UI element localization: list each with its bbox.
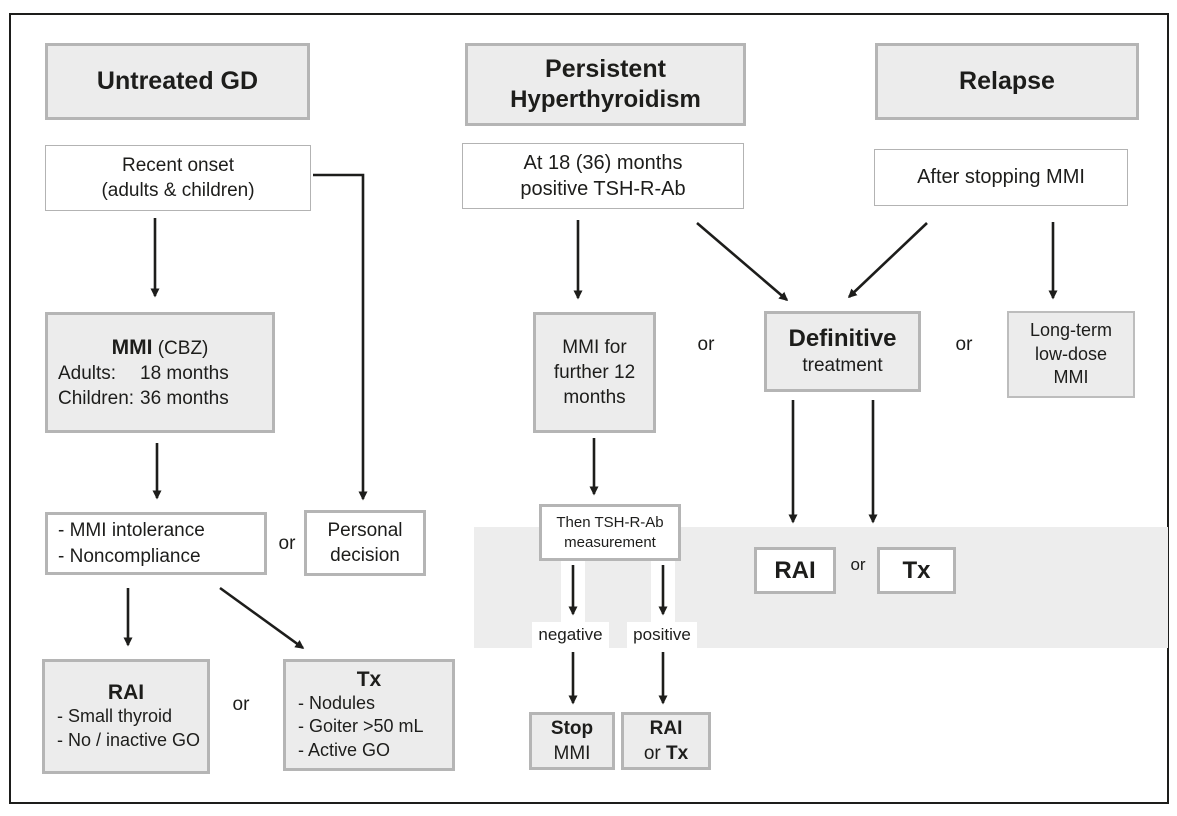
tx-title: Tx xyxy=(356,667,382,691)
tx-item-nodules: - Nodules xyxy=(298,692,376,713)
label-positive: positive xyxy=(627,622,697,648)
header-relapse: Relapse xyxy=(875,43,1139,120)
tx-item-active-go: - Active GO xyxy=(298,739,391,760)
mmi-title: MMI (CBZ) xyxy=(112,334,209,362)
box-personal-decision: Personal decision xyxy=(304,510,426,576)
personal-line2: decision xyxy=(330,545,400,566)
recent-onset-line2: (adults & children) xyxy=(101,180,255,201)
mmi-further-line1: MMI for xyxy=(562,336,627,358)
arrow-at18-to-definitive xyxy=(696,222,789,301)
raitx-or: or xyxy=(643,743,666,764)
persistent-line1: Persistent xyxy=(545,55,666,84)
box-rai-criteria: RAI - Small thyroid - No / inactive GO xyxy=(42,659,210,774)
box-longterm-lowdose-mmi: Long-term low-dose MMI xyxy=(1007,311,1135,398)
box-after-stopping-mmi: After stopping MMI xyxy=(874,149,1128,206)
or-label-3: or xyxy=(697,334,715,355)
longterm-line3: MMI xyxy=(1053,367,1089,388)
arrow-relapse-to-definitive xyxy=(847,222,928,299)
at18-line2: positive TSH-R-Ab xyxy=(520,178,686,200)
header-untreated-gd: Untreated GD xyxy=(45,43,310,120)
mmi-further-line3: months xyxy=(563,387,626,409)
raitx-line1: RAI xyxy=(649,717,683,739)
box-mmi-further-12: MMI for further 12 months xyxy=(533,312,656,433)
mmi-children-value: 36 months xyxy=(140,388,229,410)
box-reasons: - MMI intolerance - Noncompliance xyxy=(45,512,267,575)
longterm-line2: low-dose xyxy=(1034,343,1108,364)
box-rai-or-tx: RAI or Tx xyxy=(621,712,711,770)
mmi-title-bold: MMI xyxy=(111,335,153,359)
mmi-adults-value: 18 months xyxy=(140,363,229,385)
stop-bold: Stop xyxy=(550,717,594,739)
then-line1: Then TSH-R-Ab xyxy=(556,514,664,531)
box-mmi-cbz: MMI (CBZ) Adults: 18 months Children: 36… xyxy=(45,312,275,433)
tx-item-goiter: - Goiter >50 mL xyxy=(298,716,424,737)
or-label-2: or xyxy=(232,694,250,715)
raitx-line2: or Tx xyxy=(644,741,688,766)
at18-line1: At 18 (36) months xyxy=(523,151,683,174)
box-tx-option: Tx xyxy=(877,547,956,594)
box-definitive-treatment: Definitive treatment xyxy=(764,311,921,392)
mmi-rows: Adults: 18 months Children: 36 months xyxy=(48,361,272,411)
arrow-recent-to-personal xyxy=(313,173,368,501)
rai-item-small-thyroid: - Small thyroid xyxy=(57,706,173,727)
mmi-adults-label: Adults: xyxy=(58,363,117,385)
personal-line1: Personal xyxy=(327,519,403,541)
box-recent-onset: Recent onset (adults & children) xyxy=(45,145,311,211)
box-then-tshrab: Then TSH-R-Ab measurement xyxy=(539,504,681,561)
reasons-list: - MMI intolerance - Noncompliance xyxy=(48,518,264,569)
mmi-row-adults: Adults: 18 months xyxy=(58,361,262,386)
raitx-tx: Tx xyxy=(666,743,689,764)
box-stop-mmi: Stop MMI xyxy=(529,712,615,770)
mmi-children-label: Children: xyxy=(58,388,135,410)
tx-items: - Nodules - Goiter >50 mL - Active GO xyxy=(286,692,452,762)
mmi-row-children: Children: 36 months xyxy=(58,386,262,411)
arrow-reasons-to-tx xyxy=(219,586,305,650)
longterm-line1: Long-term xyxy=(1029,319,1113,340)
or-label-5: or xyxy=(955,334,973,355)
box-at-18-months: At 18 (36) months positive TSH-R-Ab xyxy=(462,143,744,209)
box-tx-criteria: Tx - Nodules - Goiter >50 mL - Active GO xyxy=(283,659,455,771)
or-label-1: or xyxy=(278,533,296,554)
or-label-4: or xyxy=(850,555,866,574)
then-line2: measurement xyxy=(564,533,656,551)
rai-item-inactive-go: - No / inactive GO xyxy=(57,729,201,750)
reason-noncompliance: - Noncompliance xyxy=(58,545,201,567)
recent-onset-line1: Recent onset xyxy=(122,154,234,176)
rai-title: RAI xyxy=(107,681,145,705)
definitive-rest: treatment xyxy=(802,354,883,376)
mmi-title-suffix: (CBZ) xyxy=(152,337,209,359)
stop-rest: MMI xyxy=(553,743,591,764)
reason-intolerance: - MMI intolerance xyxy=(58,519,205,541)
rai-items: - Small thyroid - No / inactive GO xyxy=(45,705,207,752)
mmi-further-line2: further 12 xyxy=(553,361,636,383)
label-negative: negative xyxy=(532,622,609,648)
box-rai-option: RAI xyxy=(754,547,836,594)
persistent-line2: Hyperthyroidism xyxy=(510,85,701,113)
definitive-bold: Definitive xyxy=(788,324,897,352)
header-persistent-hyperthyroidism: Persistent Hyperthyroidism xyxy=(465,43,746,126)
